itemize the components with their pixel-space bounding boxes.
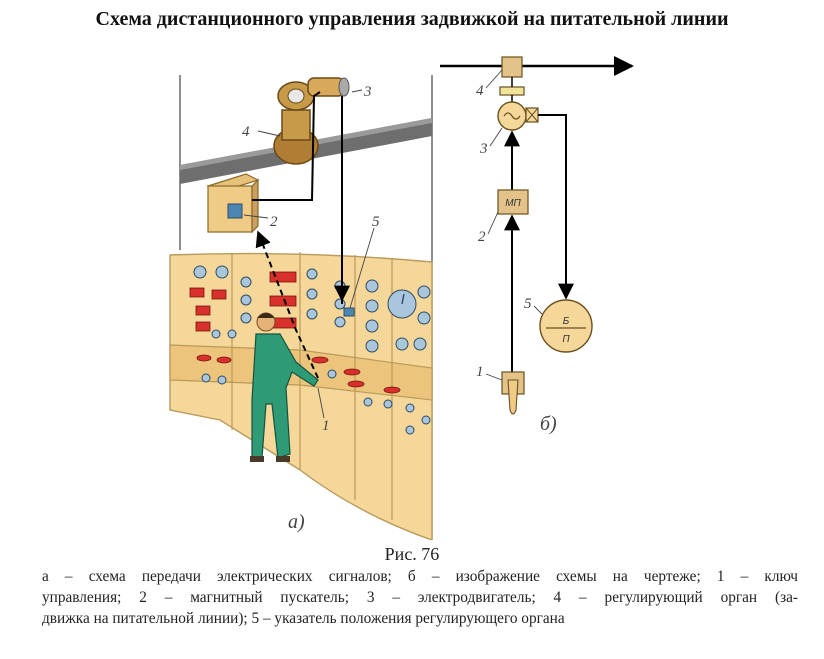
caption-line: движка на питательной линии); 5 – указат… xyxy=(42,610,565,627)
page-title: Схема дистанционного управления задвижко… xyxy=(95,8,729,30)
panel-b-label: б) xyxy=(540,413,557,435)
callout-a-3: 3 xyxy=(363,84,372,100)
position-indicator-symbol xyxy=(539,299,593,353)
panel-a: 3 4 2 5 1 а) xyxy=(169,75,433,540)
callout-a-1: 1 xyxy=(322,418,330,434)
callout-a-2: 2 xyxy=(270,214,278,230)
callout-b-3: 3 xyxy=(479,141,488,157)
callout-b-4: 4 xyxy=(476,83,484,99)
control-key-symbol xyxy=(501,371,525,415)
caption-line: управления; 2 – магнитный пускатель; 3 –… xyxy=(42,589,798,606)
callout-b-2: 2 xyxy=(478,229,486,245)
remote-control-diagram: 3 4 2 5 1 а) МП xyxy=(169,56,634,540)
valve-symbol xyxy=(501,56,523,78)
panel-a-label: а) xyxy=(288,511,305,533)
callout-b-5: 5 xyxy=(524,296,532,312)
indicator-bottom-text: П xyxy=(562,334,570,345)
figure-number: Рис. 76 xyxy=(384,544,440,564)
magnetic-starter-symbol xyxy=(497,189,529,215)
valve-with-motor xyxy=(273,77,350,165)
starter-text: МП xyxy=(505,198,521,209)
panel-b: МП Б П 4 3 2 5 1 б) xyxy=(440,56,634,435)
callout-a-4: 4 xyxy=(242,124,250,140)
indicator-top-text: Б xyxy=(563,316,570,327)
signal-wires xyxy=(252,91,350,379)
control-console xyxy=(169,252,433,540)
magnetic-starter-box xyxy=(206,173,260,234)
figure-caption: а – схема передачи электрических сигнало… xyxy=(42,566,798,629)
callout-a-5: 5 xyxy=(372,214,380,230)
coupling-symbol xyxy=(499,86,525,96)
callout-b-1: 1 xyxy=(476,364,484,380)
operator-figure xyxy=(250,312,319,462)
caption-line: а – схема передачи электрических сигнало… xyxy=(42,568,798,585)
